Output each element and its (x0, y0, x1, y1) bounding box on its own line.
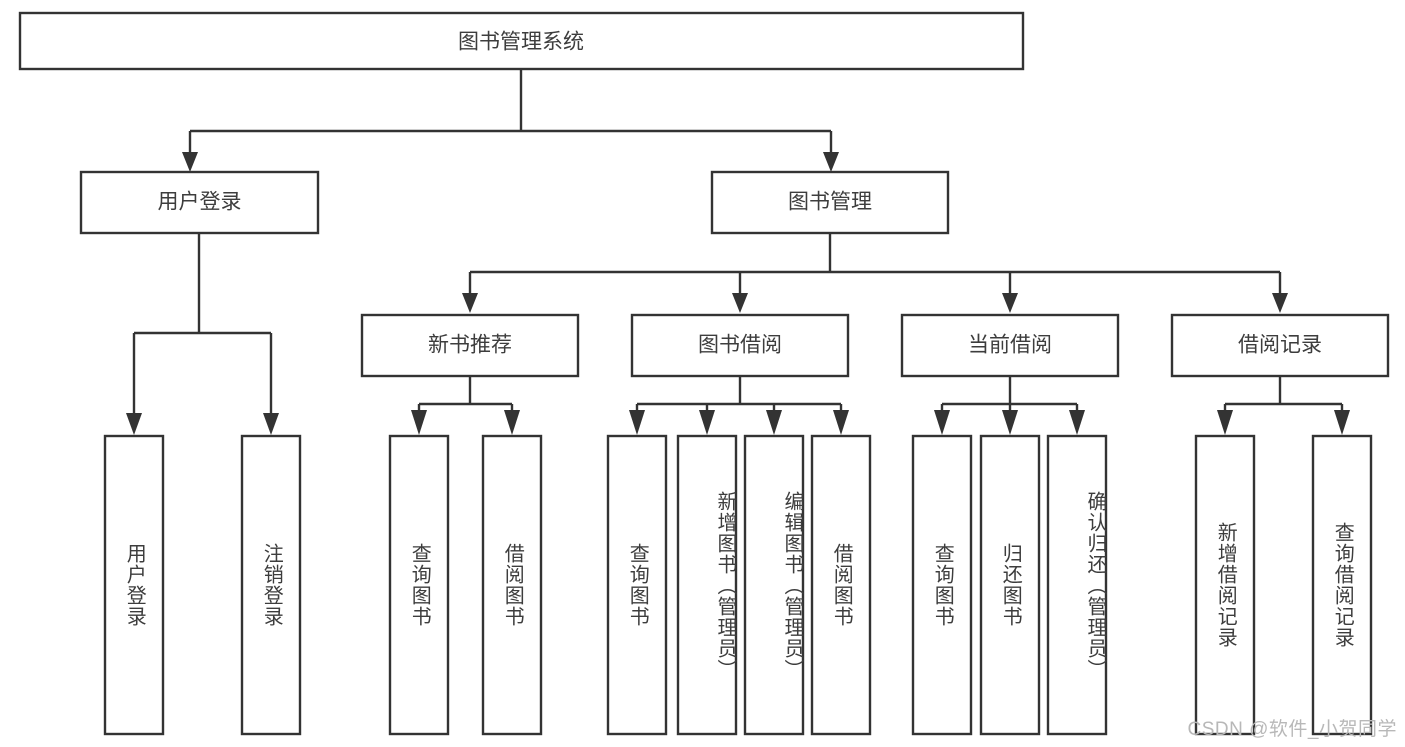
node-leaf-query-record[interactable] (1311, 434, 1373, 736)
arrow-head-icon (182, 152, 198, 172)
connector-bookmanage-to-level2 (462, 233, 1288, 313)
node-leaf-borrow-book-1[interactable] (481, 434, 543, 736)
arrow-head-icon (823, 152, 839, 172)
arrow-head-icon (1069, 410, 1085, 435)
node-leaf-user-login[interactable] (103, 434, 165, 736)
node-leaf-query-book-2[interactable] (606, 434, 668, 736)
node-new-book-rec-label: 新书推荐 (428, 334, 512, 357)
node-book-borrow[interactable]: 图书借阅 (630, 313, 850, 378)
connector-bookborrow-to-leaves (629, 376, 849, 435)
node-root[interactable]: 图书管理系统 (18, 11, 1025, 71)
arrow-head-icon (732, 293, 748, 313)
node-root-label: 图书管理系统 (458, 31, 584, 54)
node-borrow-record-label: 借阅记录 (1238, 334, 1322, 357)
arrow-head-icon (1002, 293, 1018, 313)
node-book-manage[interactable]: 图书管理 (710, 170, 950, 235)
node-leaf-borrow-book-2[interactable] (810, 434, 872, 736)
node-book-manage-label: 图书管理 (788, 191, 872, 214)
node-borrow-record[interactable]: 借阅记录 (1170, 313, 1390, 378)
node-leaf-add-record[interactable] (1194, 434, 1256, 736)
node-current-borrow[interactable]: 当前借阅 (900, 313, 1120, 378)
arrow-head-icon (1334, 410, 1350, 435)
arrow-head-icon (1217, 410, 1233, 435)
arrow-head-icon (504, 410, 520, 435)
node-leaf-logout[interactable] (240, 434, 302, 736)
arrow-head-icon (1272, 293, 1288, 313)
node-leaf-add-book[interactable] (676, 434, 738, 736)
arrow-head-icon (766, 410, 782, 435)
leaf-rects (103, 434, 1373, 736)
node-leaf-return-book[interactable] (979, 434, 1041, 736)
node-leaf-confirm-return[interactable] (1046, 434, 1108, 736)
arrow-head-icon (934, 410, 950, 435)
node-leaf-query-book-1[interactable] (388, 434, 450, 736)
connector-borrowrecord-to-leaves (1217, 376, 1350, 435)
arrow-head-icon (629, 410, 645, 435)
node-leaf-edit-book[interactable] (743, 434, 805, 736)
node-user-login-label: 用户登录 (158, 191, 242, 214)
arrow-head-icon (699, 410, 715, 435)
arrow-head-icon (462, 293, 478, 313)
connector-userlogin-to-leaves (126, 233, 279, 435)
arrow-head-icon (833, 410, 849, 435)
node-user-login[interactable]: 用户登录 (79, 170, 320, 235)
node-book-borrow-label: 图书借阅 (698, 334, 782, 357)
arrow-head-icon (1002, 410, 1018, 435)
node-leaf-query-book-3[interactable] (911, 434, 973, 736)
arrow-head-icon (126, 413, 142, 435)
csdn-watermark: CSDN @软件_小贺同学 (1187, 719, 1397, 740)
connector-root-to-level1 (182, 69, 839, 172)
arrow-head-icon (263, 413, 279, 435)
node-current-borrow-label: 当前借阅 (968, 334, 1052, 357)
node-new-book-rec[interactable]: 新书推荐 (360, 313, 580, 378)
arrow-head-icon (411, 410, 427, 435)
connector-currentborrow-to-leaves (934, 376, 1085, 435)
connector-newbookrec-to-leaves (411, 376, 520, 435)
